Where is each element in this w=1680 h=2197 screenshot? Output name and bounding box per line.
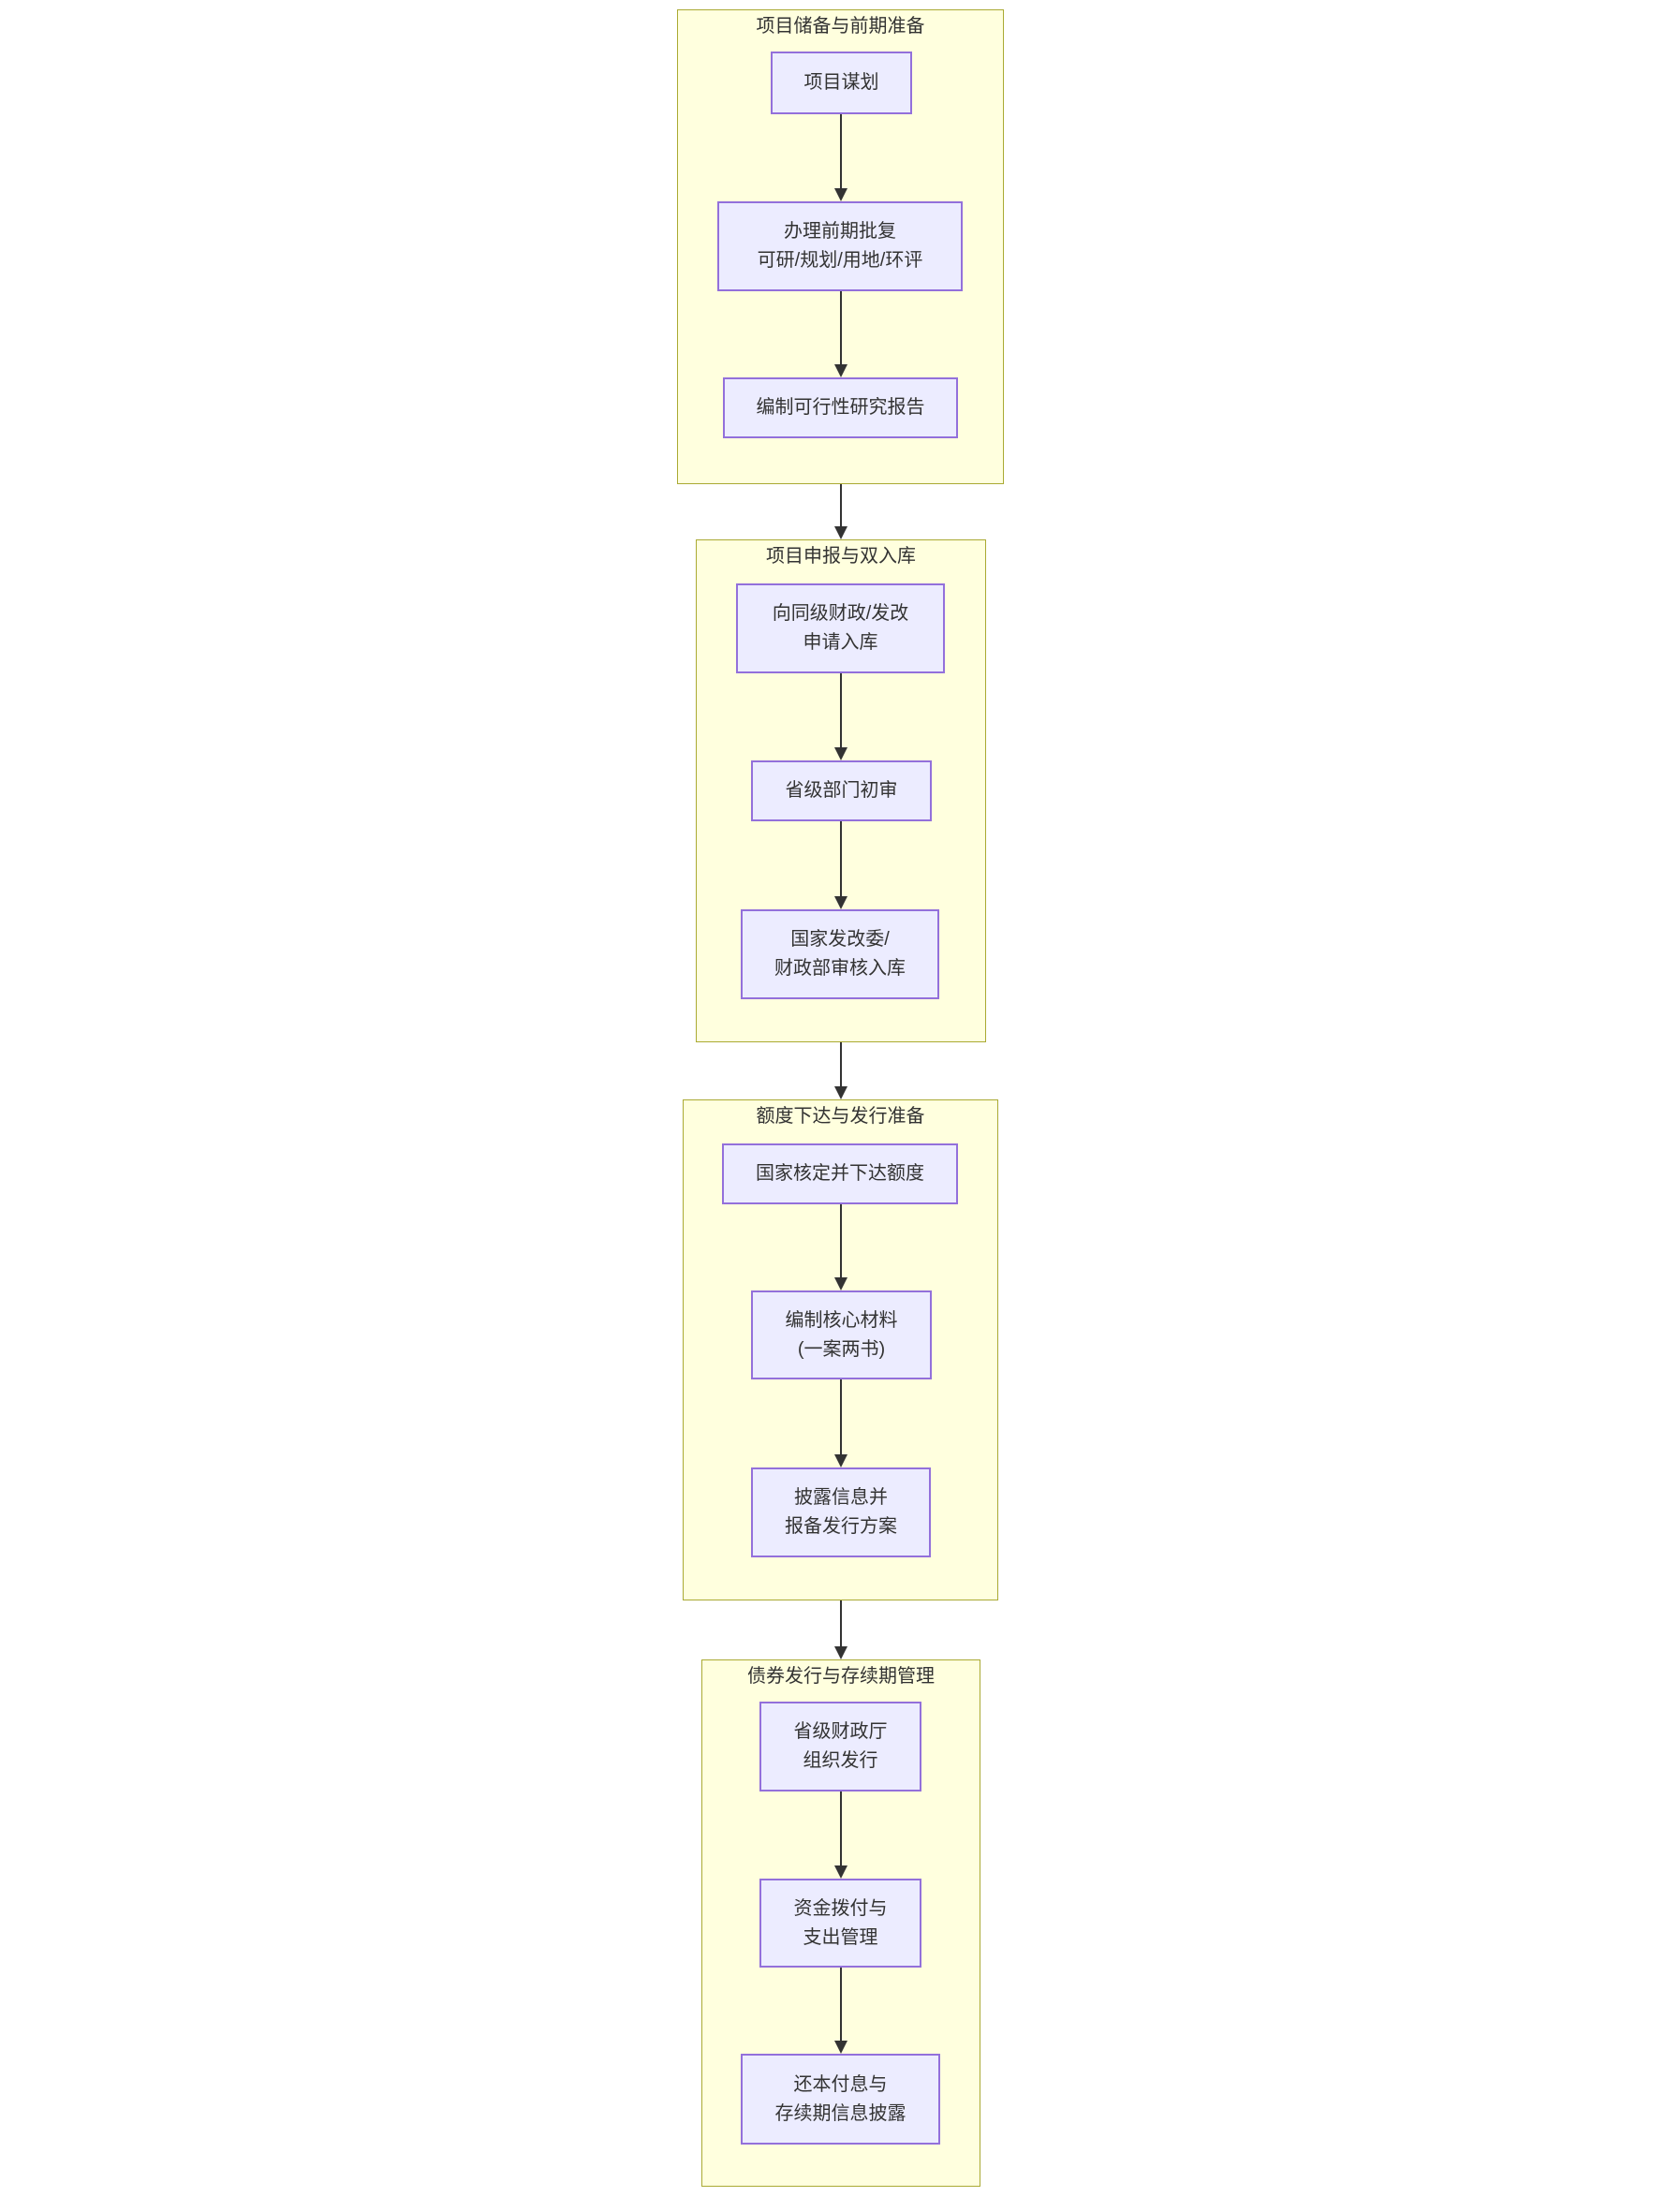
node-core-materials: 编制核心材料 (一案两书): [751, 1290, 932, 1379]
flow-arrow-planning-to-approvals: [833, 114, 848, 201]
flow-arrow-provincial-to-national-review: [833, 821, 848, 909]
node-project-planning: 项目谋划: [771, 52, 912, 114]
node-disclosure-and-filing: 披露信息并 报备发行方案: [751, 1467, 931, 1557]
flow-arrow-group3-to-group4: [833, 1600, 848, 1659]
node-fund-disbursement: 资金拨付与 支出管理: [759, 1879, 921, 1968]
flow-arrow-quota-to-materials: [833, 1204, 848, 1290]
flow-arrow-group1-to-group2: [833, 484, 848, 539]
group-title: 额度下达与发行准备: [756, 1106, 925, 1127]
group-title: 项目申报与双入库: [766, 546, 916, 567]
flow-arrow-group2-to-group3: [833, 1042, 848, 1099]
node-national-review-warehousing: 国家发改委/ 财政部审核入库: [741, 909, 939, 999]
node-provincial-preliminary-review: 省级部门初审: [751, 760, 932, 821]
flow-arrow-approvals-to-feasibility: [833, 291, 848, 377]
node-provincial-organized-issuance: 省级财政厅 组织发行: [759, 1702, 921, 1792]
group-title: 债券发行与存续期管理: [747, 1666, 935, 1687]
node-preliminary-approvals: 办理前期批复 可研/规划/用地/环评: [717, 201, 963, 291]
flow-arrow-disbursement-to-debt-service: [833, 1968, 848, 2054]
flow-arrow-materials-to-disclosure: [833, 1379, 848, 1467]
node-apply-for-warehousing: 向同级财政/发改 申请入库: [736, 583, 945, 673]
node-quota-approved-issued: 国家核定并下达额度: [722, 1143, 958, 1204]
group-title: 项目储备与前期准备: [756, 16, 925, 37]
node-feasibility-report: 编制可行性研究报告: [723, 377, 958, 438]
node-debt-service-disclosure: 还本付息与 存续期信息披露: [741, 2054, 940, 2145]
flow-arrow-issuance-to-disbursement: [833, 1792, 848, 1879]
flow-arrow-apply-to-provincial-review: [833, 673, 848, 760]
